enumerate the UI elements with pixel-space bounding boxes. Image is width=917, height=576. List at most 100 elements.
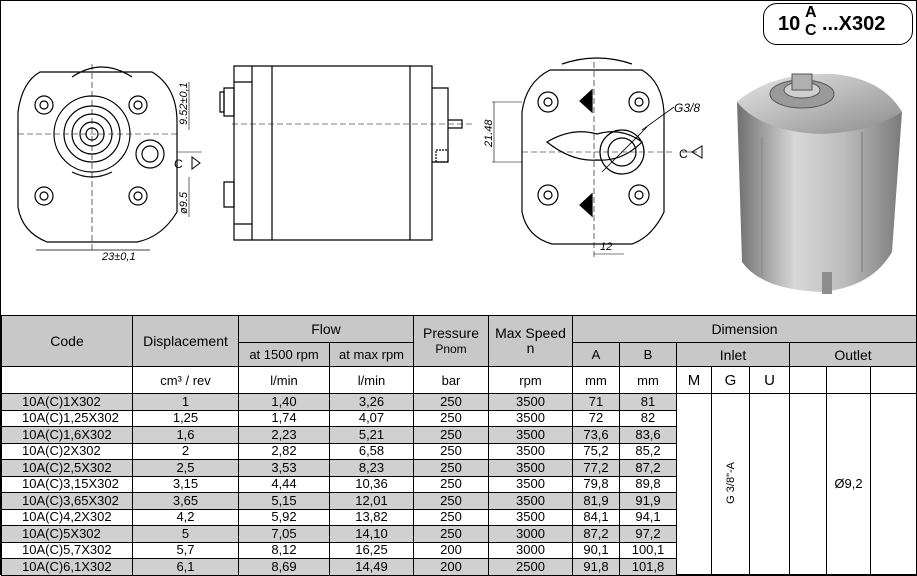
cell-speed: 3500	[488, 442, 573, 460]
cell-flow-max: 12,01	[329, 492, 414, 510]
cell-dim-b: 97,2	[619, 525, 677, 543]
cell-flow-1500: 2,82	[238, 442, 330, 460]
cell-speed: 3500	[488, 475, 573, 493]
units-displacement: cm³ / rev	[132, 366, 239, 394]
front-view-drawing	[17, 64, 202, 252]
cell-flow-max: 13,82	[329, 508, 414, 526]
badge-sub: C	[805, 22, 817, 39]
cell-dim-a: 77,2	[572, 459, 620, 477]
dim-c-front-label: C	[174, 157, 183, 171]
units-code	[1, 366, 133, 394]
cell-dim-b: 85,2	[619, 442, 677, 460]
units-outlet-3	[869, 366, 917, 394]
cell-dim-a: 81,9	[572, 492, 620, 510]
cell-dim-b: 94,1	[619, 508, 677, 526]
cell-speed: 3500	[488, 492, 573, 510]
cell-flow-max: 14,10	[329, 525, 414, 543]
cell-dim-b: 83,6	[619, 426, 677, 444]
cell-speed: 3500	[488, 426, 573, 444]
header-dimension: Dimension	[571, 315, 917, 343]
cell-dim-b: 91,9	[619, 492, 677, 510]
cell-displacement: 4,2	[132, 508, 239, 526]
cell-dim-a: 90,1	[572, 541, 620, 559]
header-pressure-label: Pressure	[422, 324, 480, 341]
cell-inlet-u	[749, 393, 790, 576]
cell-outlet-2: Ø9,2	[826, 393, 871, 576]
cell-displacement: 3,15	[132, 475, 239, 493]
cell-flow-max: 8,23	[329, 459, 414, 477]
cell-displacement: 6,1	[132, 558, 239, 576]
units-flow-1500: l/min	[238, 366, 330, 394]
cell-displacement: 2,5	[132, 459, 239, 477]
cell-inlet-m	[676, 393, 712, 576]
cell-dim-b: 89,8	[619, 475, 677, 493]
cell-dim-a: 73,6	[572, 426, 620, 444]
cell-dim-a: 84,1	[572, 508, 620, 526]
cell-dim-a: 71	[572, 393, 620, 411]
cell-pressure: 250	[413, 393, 489, 411]
cell-pressure: 250	[413, 426, 489, 444]
cell-code: 10A(C)1X302	[1, 393, 133, 411]
units-outlet-1	[789, 366, 827, 394]
cell-flow-max: 16,25	[329, 541, 414, 559]
cell-flow-1500: 7,05	[238, 525, 330, 543]
header-flow-max: at max rpm	[329, 342, 414, 367]
cell-flow-1500: 3,53	[238, 459, 330, 477]
dim-952-label: 9.52±0,1	[178, 82, 190, 125]
badge-prefix: 10	[778, 13, 801, 35]
units-m: M	[676, 366, 712, 394]
cell-speed: 3000	[488, 525, 573, 543]
cell-code: 10A(C)3,15X302	[1, 475, 133, 493]
cell-flow-max: 6,58	[329, 442, 414, 460]
cell-flow-max: 14,49	[329, 558, 414, 576]
header-displacement: Displacement	[132, 315, 239, 367]
header-flow-1500: at 1500 rpm	[238, 342, 330, 367]
cell-pressure: 250	[413, 475, 489, 493]
cell-code: 10A(C)3,65X302	[1, 492, 133, 510]
units-speed: rpm	[488, 366, 573, 394]
rear-view-drawing	[492, 57, 703, 257]
cell-dim-a: 79,8	[572, 475, 620, 493]
cell-code: 10A(C)2X302	[1, 442, 133, 460]
cell-code: 10A(C)1,6X302	[1, 426, 133, 444]
cell-flow-max: 3,26	[329, 393, 414, 411]
cell-flow-1500: 4,44	[238, 475, 330, 493]
header-max-speed-symbol: n	[526, 340, 535, 356]
units-flow-max: l/min	[329, 366, 414, 394]
cell-displacement: 3,65	[132, 492, 239, 510]
badge-suffix: ...X302	[822, 13, 886, 35]
dim-2148-label: 21.48	[483, 119, 495, 148]
cell-code: 10A(C)6,1X302	[1, 558, 133, 576]
cell-flow-max: 10,36	[329, 475, 414, 493]
cell-code: 10A(C)4,2X302	[1, 508, 133, 526]
header-dim-b: B	[619, 342, 677, 367]
cell-displacement: 5,7	[132, 541, 239, 559]
header-max-speed-label: Max Speed	[495, 325, 566, 341]
cell-speed: 2500	[488, 558, 573, 576]
cell-flow-1500: 1,74	[238, 409, 330, 427]
cell-flow-max: 5,21	[329, 426, 414, 444]
header-pressure: Pressure Pnom	[413, 315, 489, 367]
units-a: mm	[572, 366, 620, 394]
cell-flow-1500: 8,12	[238, 541, 330, 559]
cell-dim-b: 82	[619, 409, 677, 427]
dim-23-label: 23±0,1	[101, 251, 136, 263]
cell-pressure: 250	[413, 409, 489, 427]
dim-g38-label: G3/8	[674, 101, 700, 115]
units-g: G	[711, 366, 750, 394]
cell-dim-a: 75,2	[572, 442, 620, 460]
header-outlet: Outlet	[788, 342, 917, 367]
cell-flow-1500: 5,92	[238, 508, 330, 526]
cell-speed: 3500	[488, 409, 573, 427]
series-badge: 10 A C ...X302	[763, 3, 913, 45]
header-flow: Flow	[238, 315, 414, 343]
cell-dim-a: 87,2	[572, 525, 620, 543]
header-code: Code	[1, 315, 133, 367]
technical-drawings: 9.52±0,1 C ø9.5 23±0,1	[17, 57, 902, 294]
dim-95-label: ø9.5	[178, 191, 190, 214]
cell-outlet-3	[869, 393, 917, 576]
